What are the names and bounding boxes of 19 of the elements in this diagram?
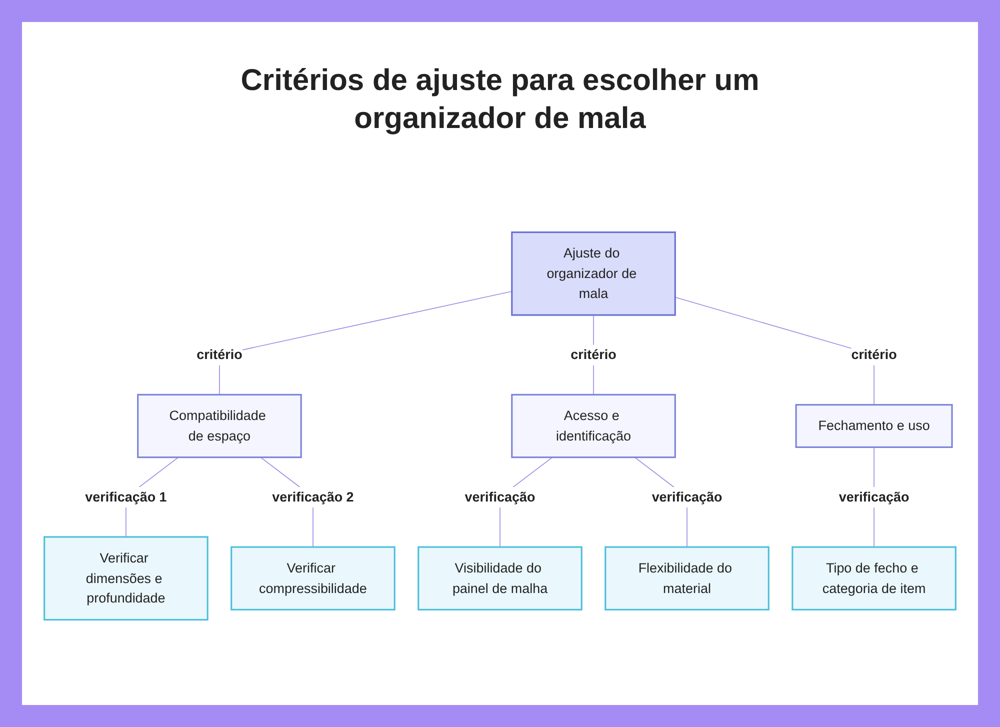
node-box: Fechamento e uso: [795, 404, 953, 448]
node-box: Ajuste do organizador de mala: [511, 231, 676, 316]
node-box: Tipo de fecho e categoria de item: [792, 546, 956, 610]
node-box: Acesso e identificação: [511, 394, 676, 458]
edge-label: critério: [196, 347, 242, 362]
node-box: Flexibilidade do material: [604, 546, 770, 610]
node-box: Verificar dimensões e profundidade: [44, 536, 208, 621]
node-box: Compatibilidade de espaço: [137, 394, 302, 458]
edge-label: verificação: [464, 489, 536, 504]
edge-label: verificação 2: [272, 489, 354, 504]
node-box: Visibilidade do painel de malha: [418, 546, 582, 610]
edge-label: critério: [570, 347, 616, 362]
edge-label: verificação 1: [85, 489, 167, 504]
edge-label: verificação: [652, 489, 722, 504]
edge-label: verificação: [838, 489, 910, 504]
connector: [219, 290, 512, 396]
node-box: Verificar compressibilidade: [230, 546, 396, 610]
title: Critérios de ajuste para escolher um organizador de mala: [240, 63, 760, 137]
edge-label: critério: [851, 347, 897, 362]
